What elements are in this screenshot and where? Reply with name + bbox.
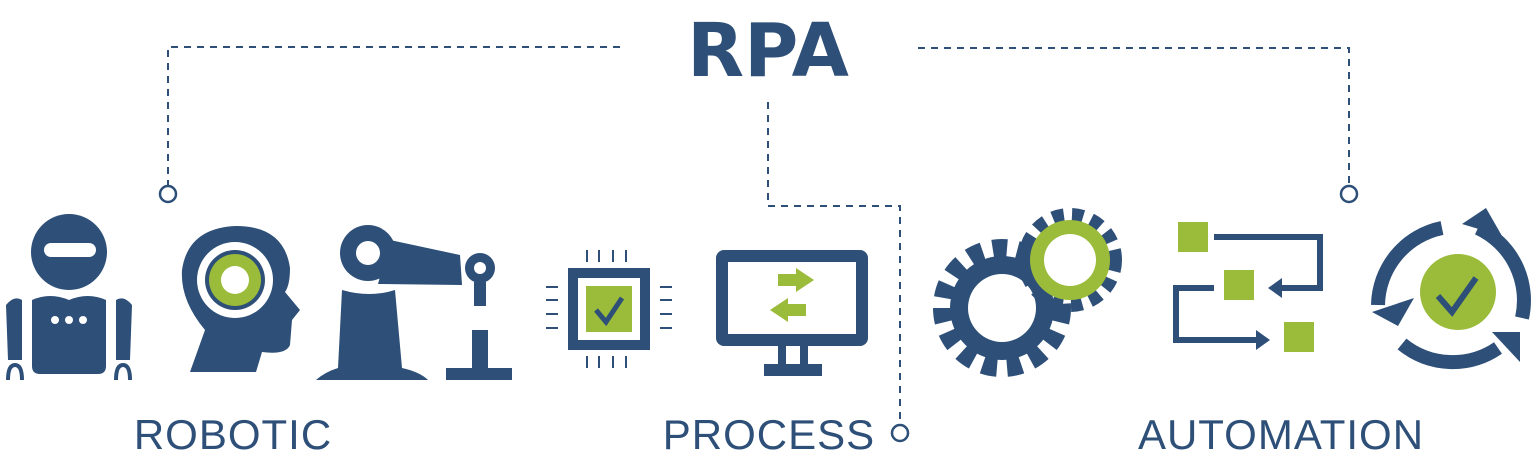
connector-lines [158, 46, 1359, 443]
cycle-check-icon [1371, 208, 1531, 370]
connector-node-process [890, 423, 910, 443]
label-robotic: ROBOTIC [134, 411, 332, 458]
label-automation: AUTOMATION [1138, 411, 1424, 458]
flowchart-icon [1173, 222, 1323, 352]
connector-node-robotic [158, 184, 178, 204]
label-process: PROCESS [663, 411, 875, 458]
connector-automation [918, 47, 1350, 185]
connector-robotic [167, 46, 620, 185]
connector-process [767, 102, 901, 424]
connector-node-automation [1339, 184, 1359, 204]
gears-icon [933, 208, 1122, 377]
rpa-title: RPA [687, 8, 849, 94]
robotic-arm-icon [316, 225, 512, 380]
head-gear-icon [181, 226, 300, 372]
robot-icon [6, 214, 132, 381]
monitor-exchange-icon [716, 250, 868, 376]
chip-check-icon [546, 250, 672, 368]
